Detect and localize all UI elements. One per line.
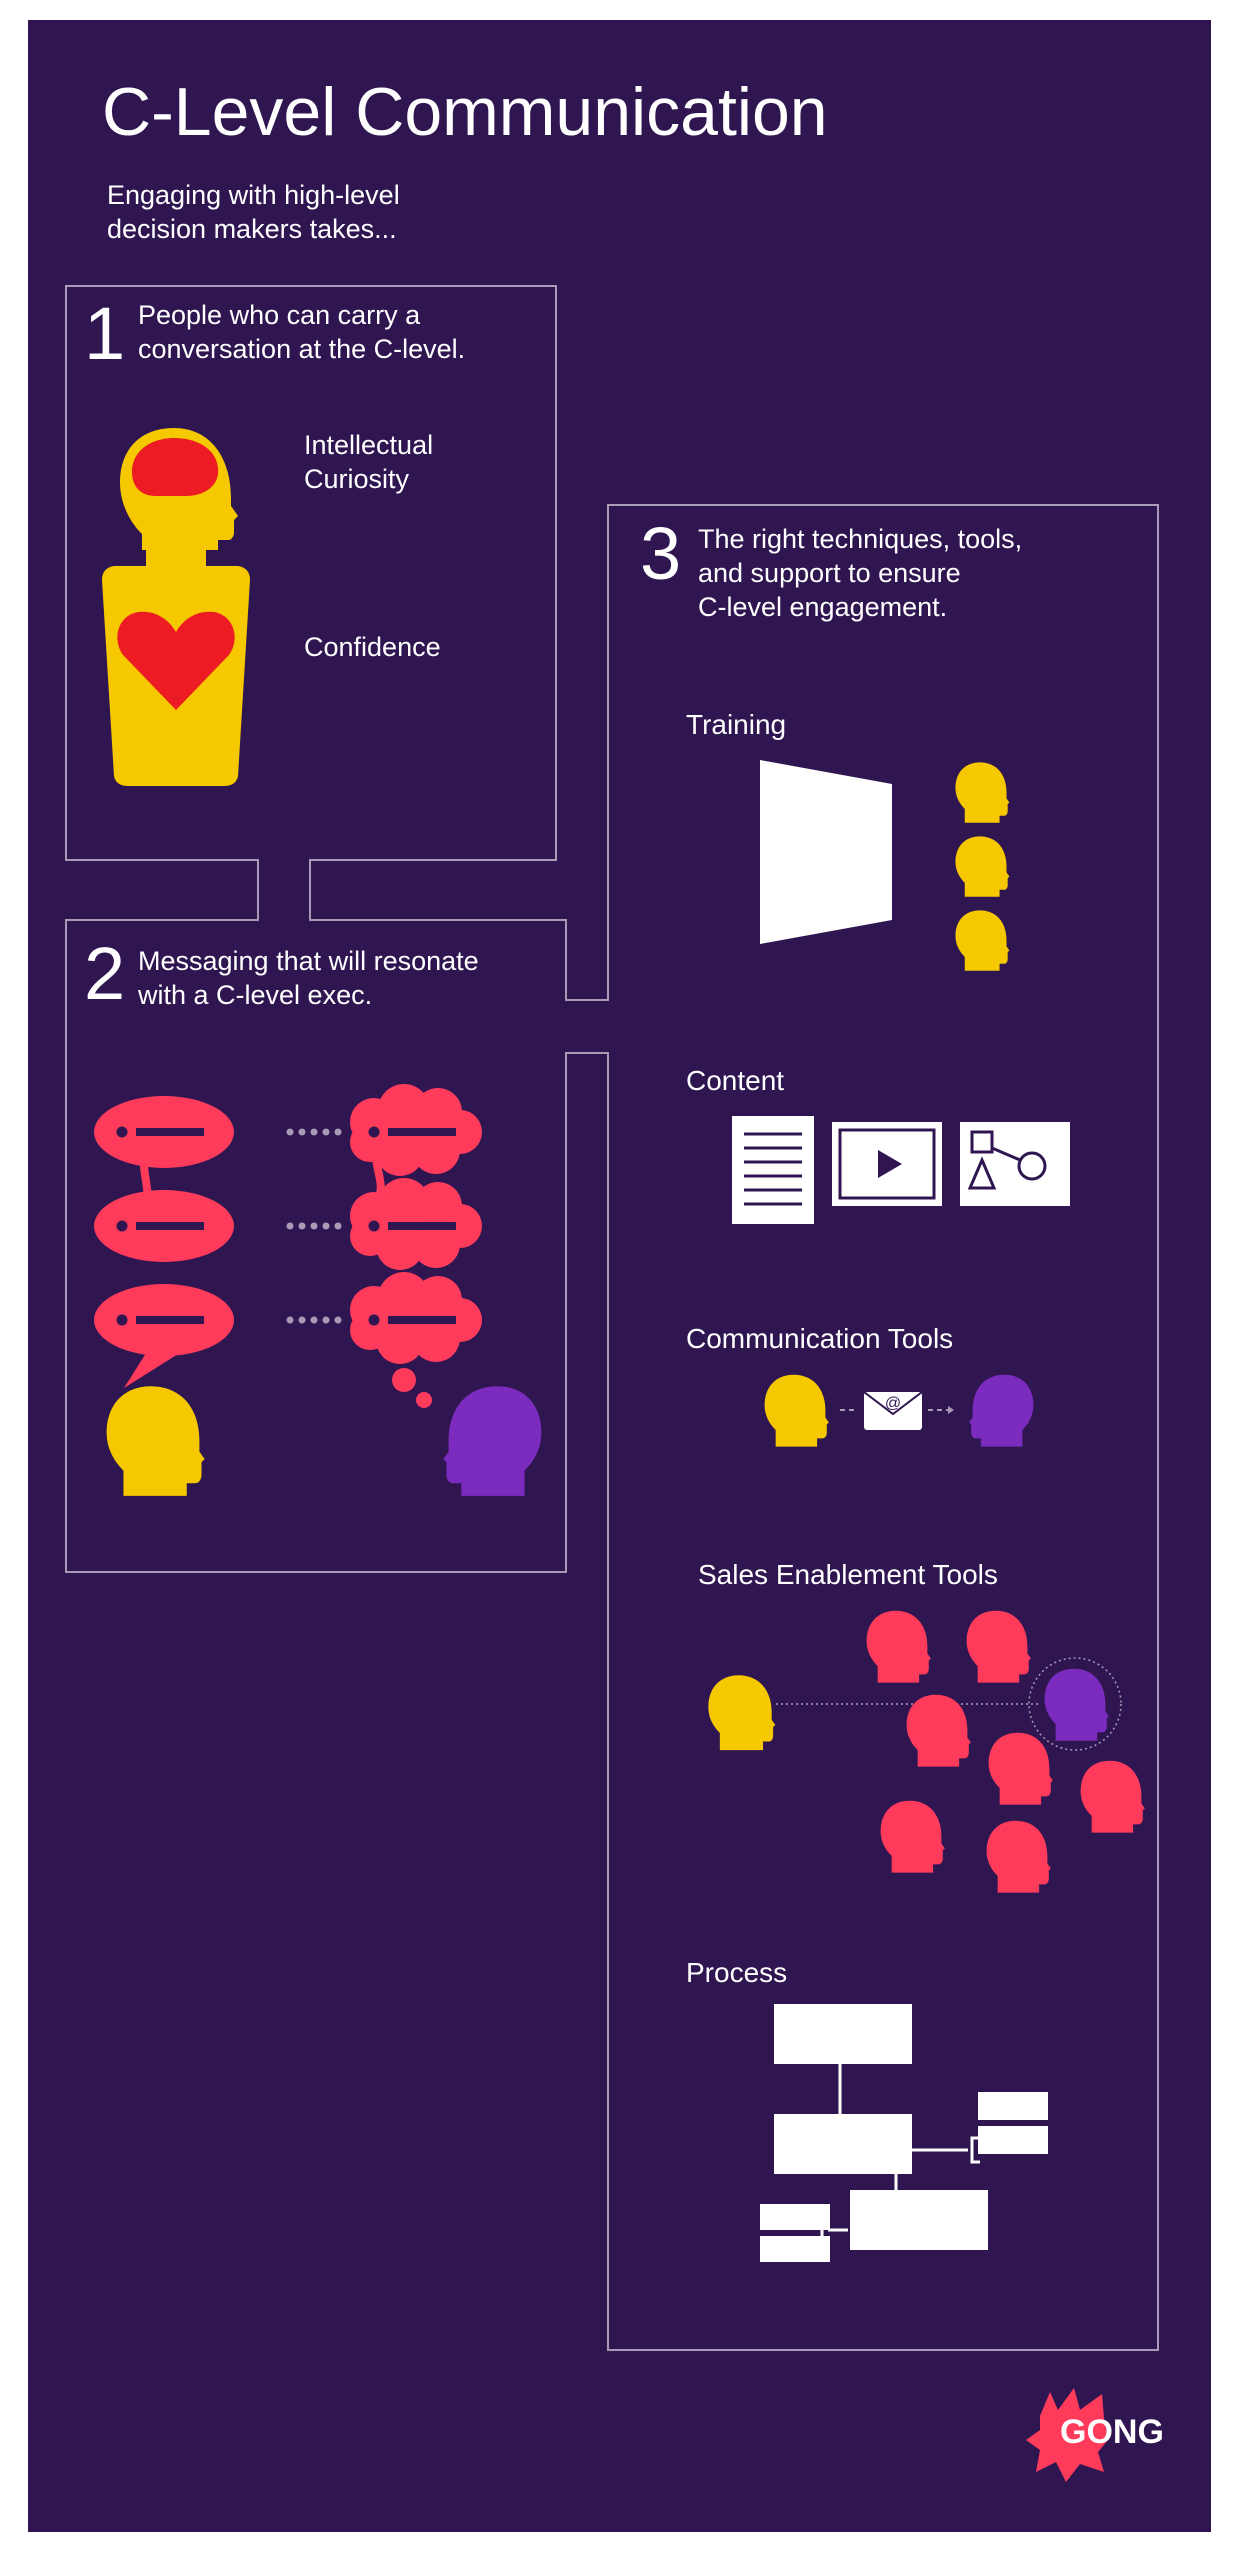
sales-enablement-illustration: [708, 1610, 1145, 1893]
head-icon: [1080, 1760, 1145, 1833]
section-3-process-label: Process: [686, 1957, 788, 1988]
section-3-number: 3: [640, 512, 682, 595]
section-1-heading: People who can carry a conversation at t…: [138, 298, 465, 366]
head-icon: [106, 1386, 205, 1496]
speech-bubble-icon: [94, 1096, 234, 1168]
speech-bubble-icon: [94, 1284, 234, 1388]
section-3-heading: The right techniques, tools, and support…: [698, 522, 1022, 624]
thought-cloud-icon: [350, 1084, 482, 1176]
heart-icon: [117, 611, 235, 710]
confident-person-illustration: [102, 428, 250, 786]
speech-bubbles: [94, 1084, 482, 1408]
section-3-sales-enablement-tools-label: Sales Enablement Tools: [698, 1559, 998, 1590]
training-illustration: [760, 760, 1010, 971]
gong-logo: [1026, 2388, 1108, 2482]
gong-logo-text: GONG: [1060, 2413, 1164, 2451]
heading-line: Messaging that will resonate: [138, 946, 479, 976]
frame-section-1: [65, 285, 1159, 2351]
section-1-number: 1: [84, 292, 126, 375]
heading-line: C-level engagement.: [698, 592, 948, 622]
infographic-artwork: @: [65, 285, 1159, 2482]
head-icon: [955, 836, 1010, 897]
heading-line: conversation at the C-level.: [138, 334, 466, 364]
head-icon: [969, 1374, 1034, 1447]
thought-cloud-icon: [350, 1178, 482, 1270]
head-icon: [1044, 1668, 1109, 1741]
video-play-icon: [832, 1122, 942, 1206]
head-icon: [866, 1610, 931, 1683]
head-icon: [955, 910, 1010, 971]
section-3-training-label: Training: [686, 709, 787, 740]
section-2-heading: Messaging that will resonate with a C-le…: [138, 944, 479, 1012]
page-subtitle: Engaging with high-level decision makers…: [107, 178, 400, 246]
section-frames: [65, 285, 1159, 2351]
email-envelope-icon: @: [863, 1391, 923, 1430]
head-icon: [955, 762, 1010, 823]
training-screen-icon: [760, 760, 892, 944]
head-icon: [906, 1694, 971, 1767]
label-confidence: Confidence: [304, 632, 441, 662]
brain-icon: [132, 438, 219, 496]
head-icon: [988, 1732, 1053, 1805]
heading-line: and support to ensure: [698, 558, 961, 588]
head-icon: [986, 1820, 1051, 1893]
section-2-number: 2: [84, 932, 126, 1015]
label-intellectual-curiosity: Intellectual Curiosity: [304, 428, 433, 496]
speech-bubble-icon: [94, 1190, 234, 1262]
head-icon: [443, 1386, 542, 1496]
label-line: Intellectual: [304, 430, 434, 460]
section-3-communication-tools-label: Communication Tools: [686, 1323, 954, 1354]
communication-tools-illustration: @: [764, 1374, 1034, 1447]
head-icon: [880, 1800, 945, 1873]
svg-text:@: @: [885, 1395, 901, 1412]
heading-line: The right techniques, tools,: [698, 524, 1023, 554]
label-line: Curiosity: [304, 464, 410, 494]
subtitle-line: decision makers takes...: [107, 214, 397, 244]
head-icon: [764, 1374, 829, 1447]
section-3-content-label: Content: [686, 1065, 785, 1096]
content-illustration: [732, 1116, 1070, 1224]
heading-line: with a C-level exec.: [138, 980, 373, 1010]
infographic-poster: @: [28, 20, 1211, 2532]
dotted-connectors: [286, 1128, 342, 1324]
page-title: C-Level Communication: [102, 74, 828, 150]
process-flowchart-icon: [760, 2004, 1048, 2262]
heading-line: People who can carry a: [138, 300, 421, 330]
head-icon: [708, 1675, 776, 1751]
messaging-illustration: [94, 1084, 542, 1496]
subtitle-line: Engaging with high-level: [107, 180, 400, 210]
document-icon: [732, 1116, 814, 1224]
shapes-icon: [960, 1122, 1070, 1206]
thought-cloud-icon: [350, 1272, 482, 1364]
head-icon: [966, 1610, 1031, 1683]
